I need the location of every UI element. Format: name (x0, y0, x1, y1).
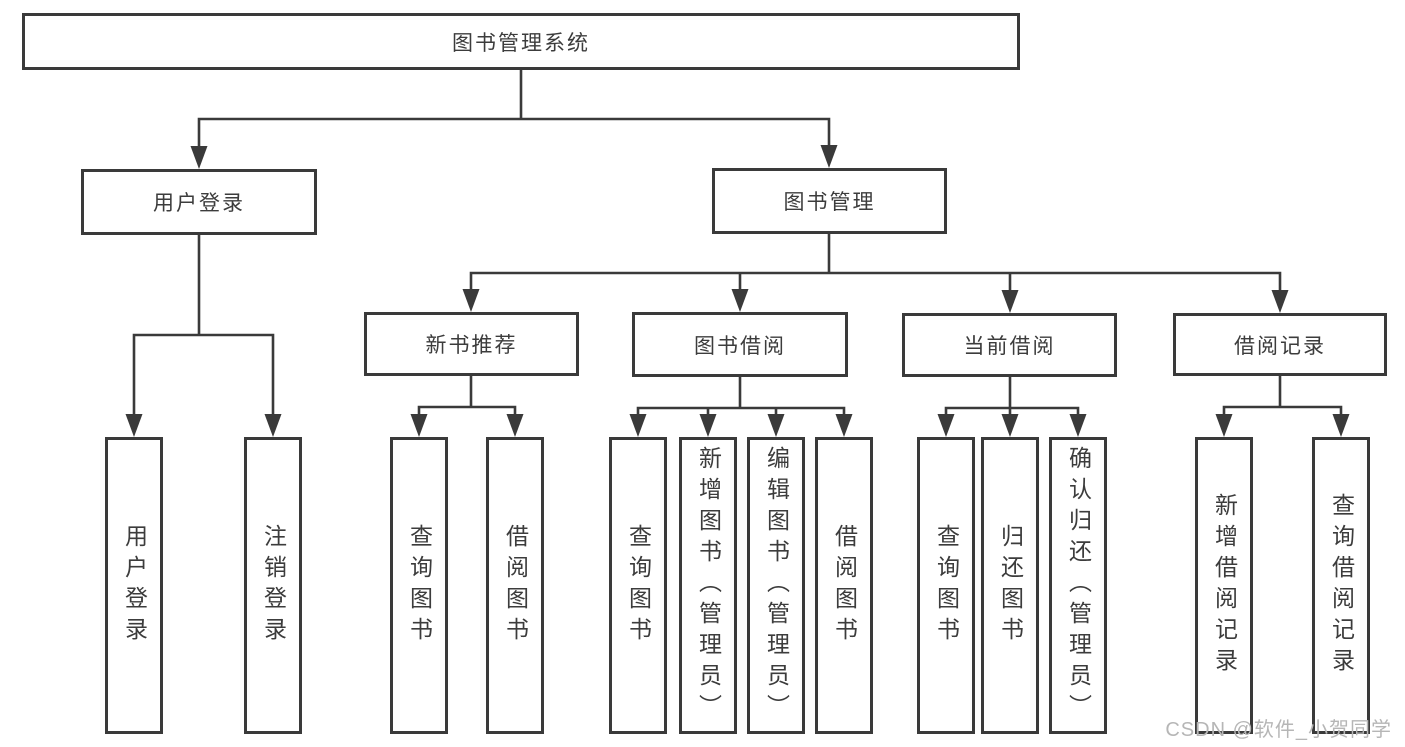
leaf-user-login: 用户登录 (105, 437, 163, 734)
arrowhead-icon (1001, 290, 1019, 313)
connector-book-borrow-to-leaves (629, 375, 853, 437)
arrowhead-icon (835, 414, 853, 437)
connector-book-management-to-level3 (462, 232, 1289, 313)
leaf-cb-return-books-label: 归还图书 (997, 523, 1024, 648)
leaf-br-query-record-label: 查询借阅记录 (1328, 492, 1355, 679)
leaf-br-add-record: 新增借阅记录 (1195, 437, 1253, 734)
arrowhead-icon (820, 145, 838, 168)
arrowhead-icon (264, 414, 282, 437)
leaf-bb-query-books-label: 查询图书 (625, 523, 652, 648)
leaf-bb-add-books-admin-label: 新增图书（管理员） (695, 446, 722, 725)
node-user-login: 用户登录 (81, 169, 317, 235)
leaf-bb-borrow-books-label: 借阅图书 (831, 523, 858, 648)
node-root-label: 图书管理系统 (452, 31, 590, 55)
node-current-borrow: 当前借阅 (902, 313, 1117, 377)
leaf-nb-borrow-books-label: 借阅图书 (502, 523, 529, 648)
arrowhead-icon (731, 289, 749, 312)
leaf-cb-confirm-return-admin-label: 确认归还（管理员） (1065, 446, 1092, 725)
arrowhead-icon (1069, 414, 1087, 437)
leaf-nb-borrow-books: 借阅图书 (486, 437, 544, 734)
leaf-cb-confirm-return-admin: 确认归还（管理员） (1049, 437, 1107, 734)
connector-new-book-recommend-to-leaves (410, 374, 524, 437)
node-book-management: 图书管理 (712, 168, 947, 234)
arrowhead-icon (506, 414, 524, 437)
leaf-nb-query-books: 查询图书 (390, 437, 448, 734)
connector-user-login-to-leaves (125, 233, 282, 437)
leaf-bb-borrow-books: 借阅图书 (815, 437, 873, 734)
arrowhead-icon (767, 414, 785, 437)
arrowhead-icon (699, 414, 717, 437)
leaf-bb-add-books-admin: 新增图书（管理员） (679, 437, 737, 734)
leaf-nb-query-books-label: 查询图书 (406, 523, 433, 648)
node-new-book-recommend: 新书推荐 (364, 312, 579, 376)
leaf-cb-query-books: 查询图书 (917, 437, 975, 734)
arrowhead-icon (1271, 290, 1289, 313)
arrowhead-icon (937, 414, 955, 437)
node-book-borrow-label: 图书借阅 (694, 334, 786, 358)
node-borrow-records-label: 借阅记录 (1234, 334, 1326, 358)
node-book-borrow: 图书借阅 (632, 312, 848, 377)
arrowhead-icon (1332, 414, 1350, 437)
csdn-watermark: CSDN @软件_小贺同学 (1165, 719, 1392, 741)
leaf-logout: 注销登录 (244, 437, 302, 734)
node-root: 图书管理系统 (22, 13, 1020, 70)
node-current-borrow-label: 当前借阅 (963, 335, 1056, 358)
connector-root-to-level2 (190, 68, 838, 169)
leaf-bb-query-books: 查询图书 (609, 437, 667, 734)
node-borrow-records: 借阅记录 (1173, 313, 1387, 376)
node-user-login-label: 用户登录 (153, 192, 245, 215)
arrowhead-icon (410, 414, 428, 437)
leaf-bb-edit-books-admin: 编辑图书（管理员） (747, 437, 805, 734)
node-book-management-label: 图书管理 (783, 191, 876, 214)
connector-current-borrow-to-leaves (937, 375, 1087, 437)
leaf-logout-label: 注销登录 (260, 523, 287, 648)
leaf-cb-query-books-label: 查询图书 (933, 523, 960, 648)
leaf-br-query-record: 查询借阅记录 (1312, 437, 1370, 734)
arrowhead-icon (125, 414, 143, 437)
arrowhead-icon (190, 146, 208, 169)
connector-borrow-records-to-leaves (1215, 374, 1350, 437)
arrowhead-icon (1001, 414, 1019, 437)
arrowhead-icon (629, 414, 647, 437)
arrowhead-icon (462, 289, 480, 312)
leaf-bb-edit-books-admin-label: 编辑图书（管理员） (763, 446, 790, 725)
arrowhead-icon (1215, 414, 1233, 437)
node-new-book-recommend-label: 新书推荐 (425, 334, 518, 357)
leaf-cb-return-books: 归还图书 (981, 437, 1039, 734)
leaf-br-add-record-label: 新增借阅记录 (1211, 492, 1238, 679)
leaf-user-login-label: 用户登录 (121, 523, 148, 648)
